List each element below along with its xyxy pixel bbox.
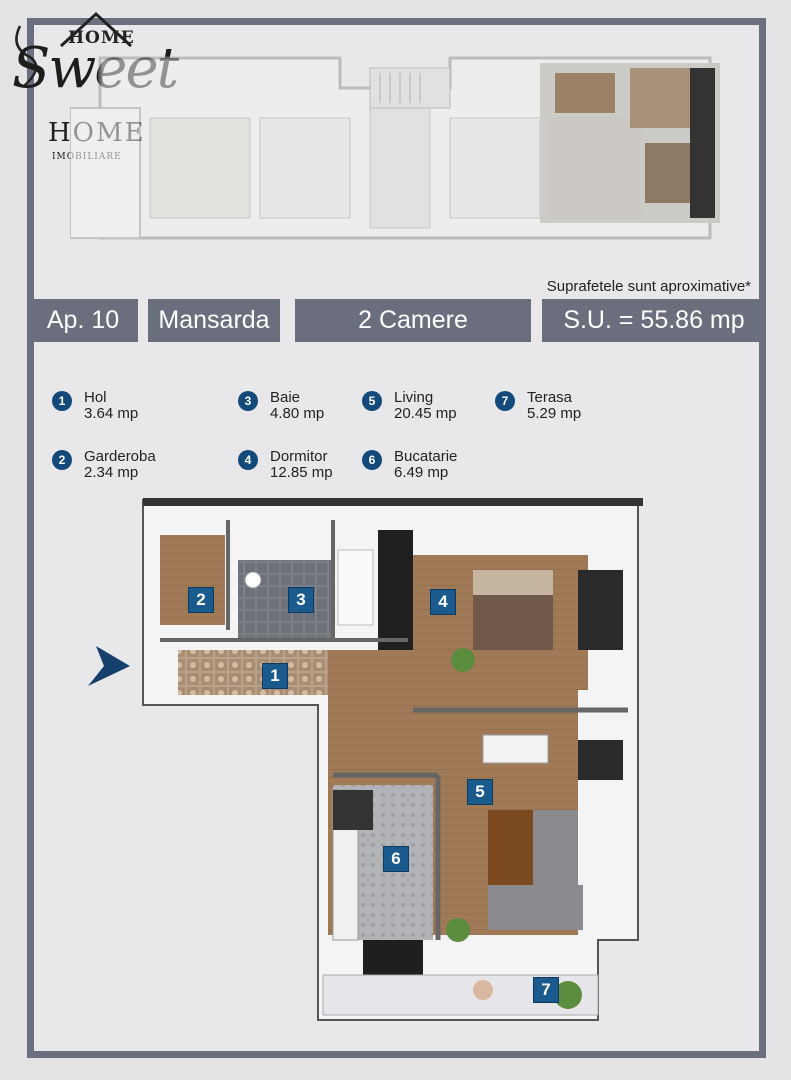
room-badge-6: 6 bbox=[383, 846, 409, 872]
room-name: Baie bbox=[270, 389, 301, 406]
room-area: 3.64 mp bbox=[84, 405, 139, 422]
house-outline-icon bbox=[15, 11, 133, 87]
room-badge-4: 4 bbox=[430, 589, 456, 615]
entry-arrow-icon bbox=[88, 646, 130, 686]
legend-number: 4 bbox=[238, 450, 258, 470]
floor-plan-image bbox=[142, 498, 643, 1021]
legend-number: 5 bbox=[362, 391, 382, 411]
floor-tag: Mansarda bbox=[148, 299, 280, 342]
room-area: 2.34 mp bbox=[84, 464, 139, 481]
room-badge-3: 3 bbox=[288, 587, 314, 613]
room-name: Terasa bbox=[527, 389, 573, 406]
room-area: 12.85 mp bbox=[270, 464, 333, 481]
legend-number: 2 bbox=[52, 450, 72, 470]
logo-home-top: HOME bbox=[68, 28, 135, 48]
room-area: 5.29 mp bbox=[527, 405, 582, 422]
room-area: 6.49 mp bbox=[394, 464, 449, 481]
apartment-tag: Ap. 10 bbox=[28, 299, 138, 342]
approximate-surface-note: Suprafetele sunt aproximative* bbox=[546, 278, 751, 295]
room-area: 4.80 mp bbox=[270, 405, 325, 422]
room-badge-5: 5 bbox=[467, 779, 493, 805]
room-name: Garderoba bbox=[84, 448, 156, 465]
room-badge-7: 7 bbox=[533, 977, 559, 1003]
surface-tag: S.U. = 55.86 mp bbox=[542, 299, 766, 342]
legend-number: 1 bbox=[52, 391, 72, 411]
room-badge-2: 2 bbox=[188, 587, 214, 613]
room-badge-1: 1 bbox=[262, 663, 288, 689]
rooms-tag: 2 Camere bbox=[295, 299, 531, 342]
room-area: 20.45 mp bbox=[394, 405, 457, 422]
legend-number: 7 bbox=[495, 391, 515, 411]
room-name: Living bbox=[394, 389, 434, 406]
room-name: Bucatarie bbox=[394, 448, 458, 465]
legend-number: 3 bbox=[238, 391, 258, 411]
building-overview-image bbox=[70, 56, 720, 240]
legend-number: 6 bbox=[362, 450, 382, 470]
room-name: Dormitor bbox=[270, 448, 328, 465]
room-name: Hol bbox=[84, 389, 107, 406]
